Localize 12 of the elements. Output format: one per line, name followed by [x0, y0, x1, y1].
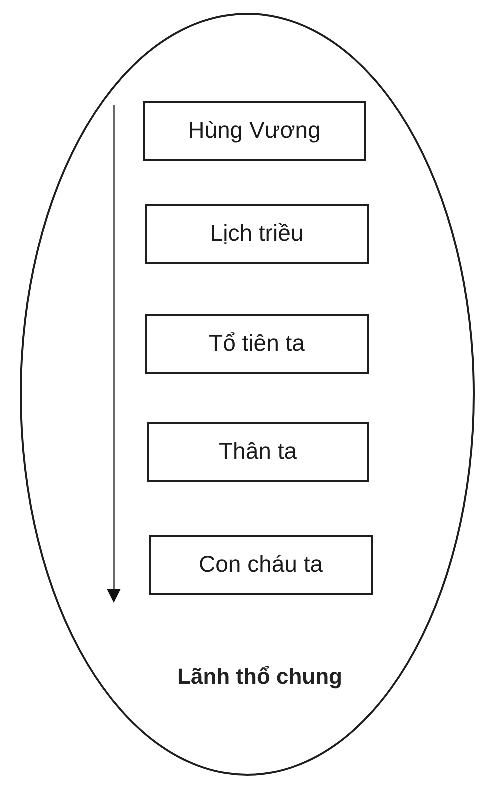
box-label: Hùng Vương [188, 117, 321, 145]
box-label: Con cháu ta [198, 551, 324, 579]
box-label: Tổ tiên ta [209, 330, 305, 358]
process-box [143, 101, 366, 161]
box-label: Thân ta [219, 438, 297, 466]
territory-ellipse [20, 13, 475, 776]
process-box [147, 422, 369, 482]
box-label: Lịch triều [210, 220, 304, 248]
process-box [145, 314, 369, 374]
process-box [145, 204, 369, 264]
region-label: Lãnh thổ chung [178, 664, 342, 690]
process-box [149, 535, 373, 595]
